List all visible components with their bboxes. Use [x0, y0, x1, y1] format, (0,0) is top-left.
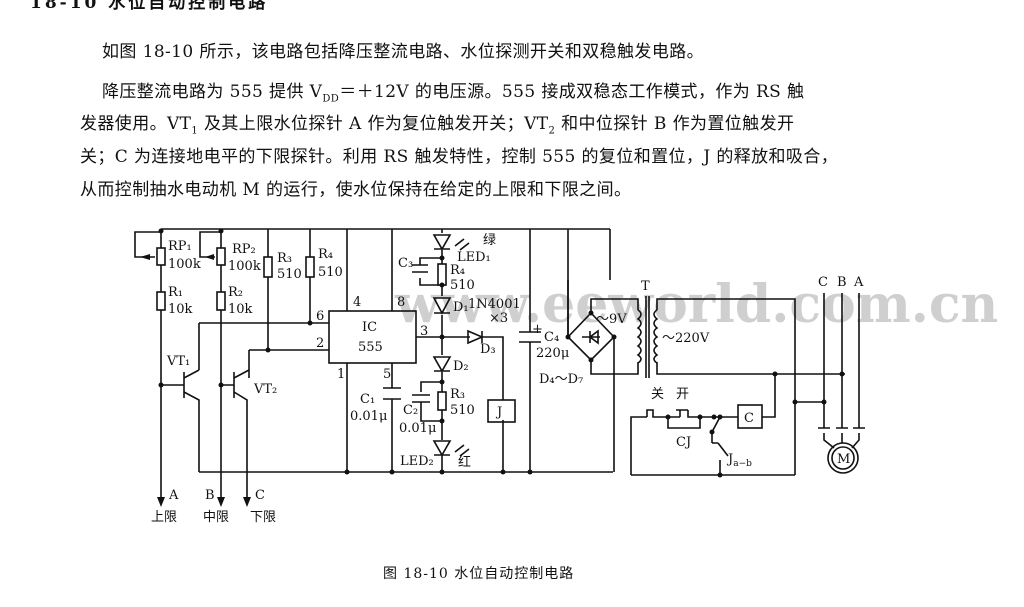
svg-text:3: 3	[420, 324, 428, 339]
svg-text:R₂: R₂	[228, 285, 243, 300]
wires	[134, 228, 865, 500]
svg-text:～220V: ～220V	[662, 331, 710, 346]
svg-text:D₁: D₁	[453, 300, 469, 315]
r3-resistor	[263, 256, 273, 278]
svg-text:中限: 中限	[203, 510, 229, 525]
svg-text:R₄: R₄	[318, 247, 333, 262]
figure-caption: 图 18-10 水位自动控制电路	[383, 566, 575, 582]
components	[156, 247, 447, 411]
svg-text:510: 510	[450, 278, 475, 293]
svg-text:220μ: 220μ	[536, 346, 569, 361]
svg-text:0.01μ: 0.01μ	[350, 409, 387, 424]
svg-text:R₃: R₃	[277, 251, 292, 266]
d1-icon	[432, 297, 452, 315]
svg-text:C₂: C₂	[403, 403, 418, 418]
svg-text:+: +	[532, 322, 543, 337]
svg-text:开: 开	[676, 387, 689, 402]
svg-text:510: 510	[318, 265, 343, 280]
svg-text:B: B	[837, 275, 847, 290]
svg-text:A: A	[853, 275, 864, 290]
r4b-resistor	[437, 263, 447, 286]
svg-text:Ja−b: Ja−b	[726, 452, 752, 469]
svg-text:D₃: D₃	[480, 342, 496, 357]
paragraph-2-line-2: 发器使用。VT1 及其上限水位探针 A 作为复位触发开关；VT2 和中位探针 B…	[80, 114, 795, 137]
svg-text:0.01μ: 0.01μ	[399, 421, 436, 436]
svg-text:M: M	[837, 452, 850, 467]
r1-resistor	[156, 291, 166, 311]
led2-icon	[432, 440, 452, 457]
svg-text:LED₁: LED₁	[457, 250, 491, 265]
svg-text:555: 555	[358, 340, 383, 355]
svg-text:绿: 绿	[483, 233, 496, 248]
svg-text:C: C	[818, 275, 828, 290]
svg-text:2: 2	[316, 336, 324, 351]
svg-text:510: 510	[450, 403, 475, 418]
svg-text:×3: ×3	[489, 311, 508, 326]
d2-icon	[432, 356, 452, 373]
led1-icon	[432, 234, 452, 251]
svg-text:C₄: C₄	[544, 330, 559, 345]
svg-text:100k: 100k	[168, 257, 201, 272]
svg-text:8: 8	[397, 295, 405, 310]
svg-text:～9V: ～9V	[596, 312, 627, 327]
svg-text:A: A	[168, 488, 179, 503]
svg-text:C: C	[255, 488, 265, 503]
svg-text:RP₂: RP₂	[232, 242, 256, 257]
svg-text:6: 6	[316, 309, 324, 324]
rp1-resistor	[156, 247, 166, 266]
paragraph-2-line-3: 关；C 为连接地电平的下限探针。利用 RS 触发特性，控制 555 的复位和置位…	[80, 147, 839, 167]
section-header: 18-10 水位自动控制电路	[30, 0, 269, 13]
svg-text:5: 5	[383, 367, 391, 382]
paragraph-1: 如图 18-10 所示，该电路包括降压整流电路、水位探测开关和双稳触发电路。	[102, 42, 705, 62]
r3b-resistor	[437, 391, 447, 411]
rp2-resistor	[216, 247, 226, 266]
svg-text:1N4001: 1N4001	[468, 297, 521, 312]
svg-text:100k: 100k	[228, 259, 261, 274]
svg-text:C: C	[744, 411, 754, 426]
svg-text:R₁: R₁	[168, 285, 183, 300]
svg-text:IC: IC	[362, 320, 377, 335]
svg-text:C₁: C₁	[360, 392, 375, 407]
svg-text:B: B	[205, 488, 215, 503]
svg-text:T: T	[641, 279, 650, 294]
svg-text:VT₂: VT₂	[253, 382, 277, 397]
d3-icon	[467, 329, 485, 345]
svg-text:CJ: CJ	[676, 435, 691, 450]
svg-text:510: 510	[277, 267, 302, 282]
svg-text:C₃: C₃	[398, 256, 413, 271]
junction-dots	[140, 228, 845, 507]
svg-text:红: 红	[458, 454, 471, 470]
svg-text:D₂: D₂	[453, 359, 469, 374]
svg-text:下限: 下限	[250, 510, 276, 525]
svg-text:1: 1	[337, 367, 345, 382]
diodes	[432, 234, 485, 457]
svg-text:VT₁: VT₁	[166, 354, 190, 369]
svg-text:10k: 10k	[228, 302, 253, 317]
svg-text:上限: 上限	[151, 510, 177, 525]
svg-text:R₃: R₃	[450, 387, 465, 402]
r2-resistor	[216, 291, 226, 311]
watermark: www.eeworld.com.cn	[394, 274, 998, 335]
svg-text:10k: 10k	[168, 302, 193, 317]
r4-resistor	[305, 256, 315, 278]
svg-text:LED₂: LED₂	[400, 454, 434, 469]
svg-text:R₄: R₄	[450, 263, 465, 278]
paragraph-2-line-4: 从而控制抽水电动机 M 的运行，使水位保持在给定的上限和下限之间。	[80, 180, 632, 200]
svg-text:J: J	[495, 405, 502, 420]
svg-text:RP₁: RP₁	[168, 239, 192, 254]
paragraph-2-line-1: 降压整流电路为 555 提供 VDD＝＋12V 的电压源。555 接成双稳态工作…	[102, 82, 805, 105]
svg-text:4: 4	[353, 295, 361, 310]
svg-text:D₄～D₇: D₄～D₇	[539, 372, 583, 387]
svg-text:关: 关	[651, 387, 664, 402]
